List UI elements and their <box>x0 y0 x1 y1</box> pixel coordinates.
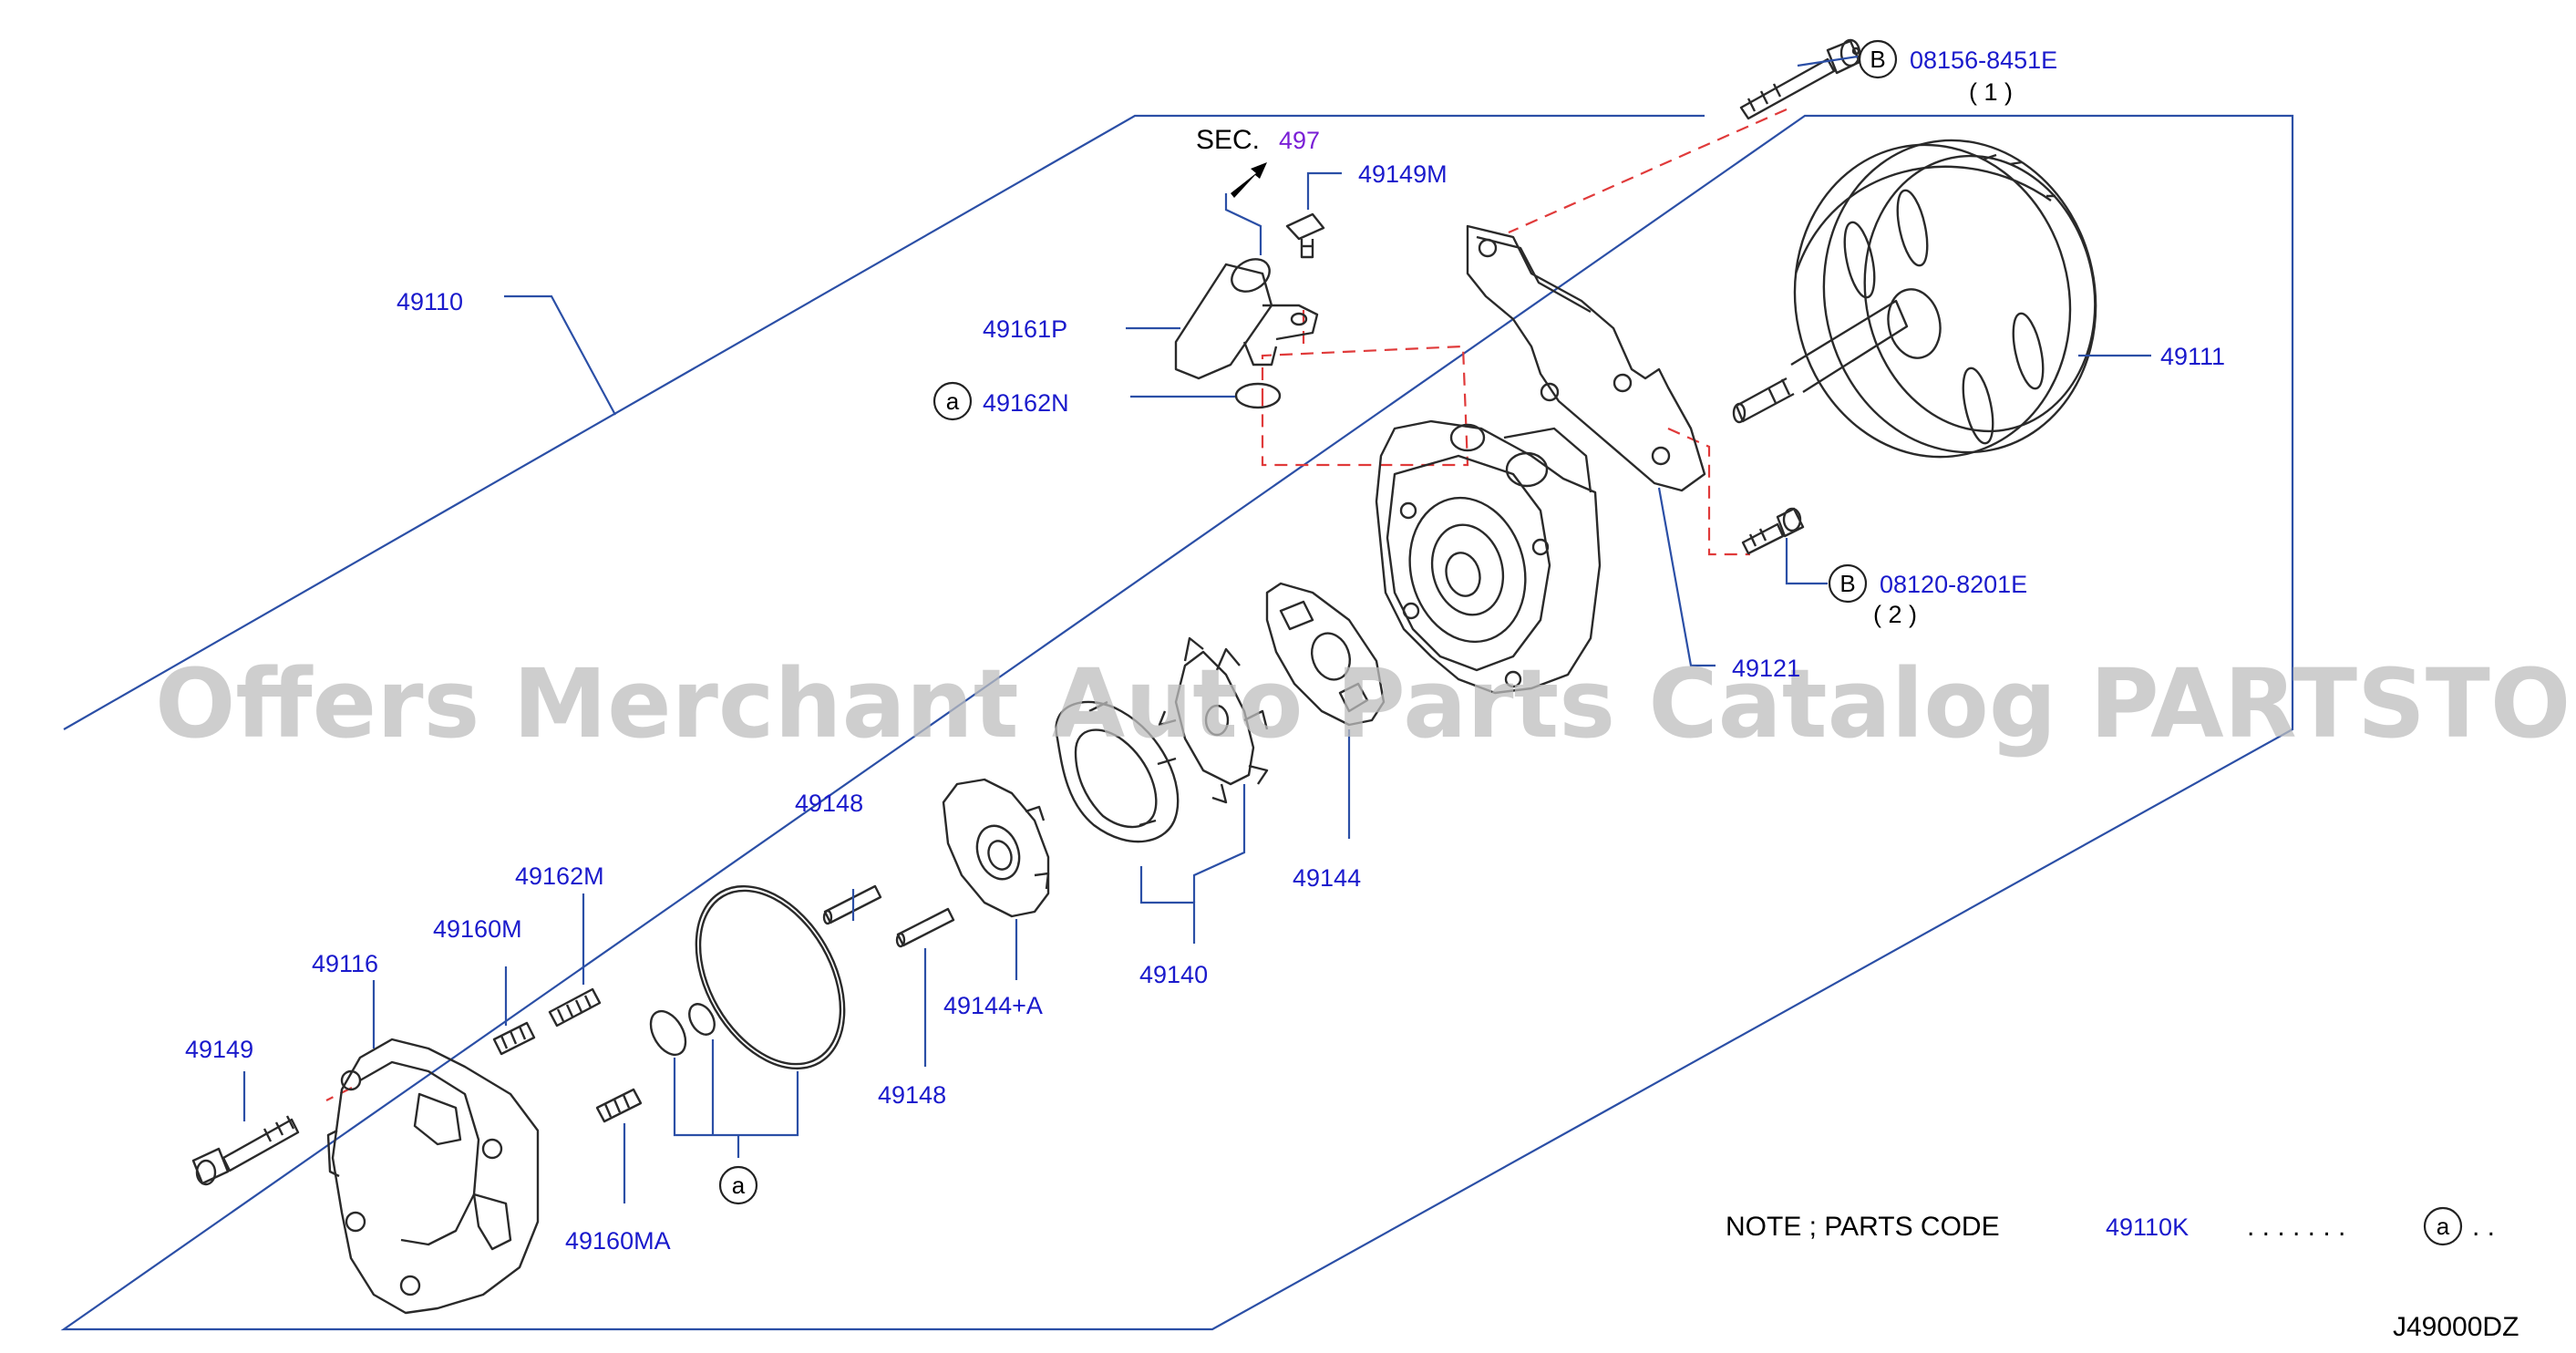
svg-text:a: a <box>946 387 960 415</box>
bolt-callout-2[interactable]: B 08120-8201E ( 2 ) <box>1828 563 2027 628</box>
label-49162N[interactable]: 49162N <box>983 389 1069 417</box>
svg-text:a: a <box>732 1172 746 1199</box>
parts-code-note: NOTE ; PARTS CODE 49110K . . . . . . . a… <box>1726 1206 2495 1246</box>
sec-number[interactable]: 497 <box>1279 127 1320 154</box>
label-49148-bottom[interactable]: 49148 <box>878 1081 946 1109</box>
assembly-frame <box>60 114 2294 1331</box>
bolt-08120-icon[interactable] <box>1741 507 1805 555</box>
pulley-49111[interactable] <box>1732 115 2125 482</box>
sec-label: SEC. <box>1196 125 1260 155</box>
connector-49161P[interactable] <box>1174 253 1319 380</box>
bolt-code-1: 08156-8451E <box>1910 46 2057 74</box>
label-49110[interactable]: 49110 <box>397 288 463 315</box>
label-49162M[interactable]: 49162M <box>515 862 604 890</box>
label-49144[interactable]: 49144 <box>1293 864 1361 892</box>
label-49140[interactable]: 49140 <box>1139 961 1208 988</box>
leader-lines <box>242 55 2151 1203</box>
label-49116[interactable]: 49116 <box>312 950 378 977</box>
valve-49160MA[interactable] <box>595 1088 643 1123</box>
rear-housing-49116[interactable] <box>326 1038 540 1315</box>
label-49144A[interactable]: 49144+A <box>943 992 1043 1019</box>
valve-49160M[interactable] <box>492 1021 536 1056</box>
rotor-vanes[interactable] <box>1158 636 1269 804</box>
bolt-49149M-icon[interactable] <box>1285 212 1325 259</box>
o-ring-large[interactable] <box>665 860 874 1094</box>
label-49148-top[interactable]: 49148 <box>795 790 863 817</box>
svg-text:B: B <box>1839 570 1855 597</box>
note-code: 49110K <box>2106 1214 2189 1241</box>
label-49149[interactable]: 49149 <box>185 1036 253 1063</box>
pin-49148-top[interactable] <box>822 884 882 925</box>
note-prefix: NOTE ; PARTS CODE <box>1726 1212 2000 1242</box>
bracket-49121[interactable] <box>1466 224 1706 492</box>
pump-housing[interactable] <box>1375 419 1602 695</box>
label-49160MA[interactable]: 49160MA <box>565 1227 671 1255</box>
svg-text:B: B <box>1870 46 1885 73</box>
label-49149M[interactable]: 49149M <box>1358 160 1448 188</box>
marker-a-orings: a <box>718 1165 758 1205</box>
o-ring-49162N[interactable] <box>1234 382 1282 409</box>
bolt-callout-1[interactable]: B 08156-8451E ( 1 ) <box>1858 39 2057 106</box>
label-49160M[interactable]: 49160M <box>433 915 522 943</box>
bolt-qty-2: ( 2 ) <box>1873 601 1917 628</box>
watermark: Offers Merchant Auto Parts Catalog PARTS… <box>155 648 2576 759</box>
label-49161P[interactable]: 49161P <box>983 315 1067 343</box>
o-ring-small[interactable] <box>644 999 719 1060</box>
side-plate-49144[interactable] <box>1265 582 1386 727</box>
bolt-08156-icon[interactable] <box>1739 38 1861 120</box>
bolt-qty-1: ( 1 ) <box>1969 78 2013 106</box>
assembly-dashed-lines <box>325 108 1788 1101</box>
pin-49148-bottom[interactable] <box>895 907 955 948</box>
label-49121[interactable]: 49121 <box>1732 655 1800 682</box>
note-dots: . . . . . . . <box>2247 1212 2345 1242</box>
cam-ring-49140[interactable] <box>1055 700 1180 843</box>
sec-arrow-icon <box>1231 162 1267 198</box>
diagram-id: J49000DZ <box>2393 1312 2519 1342</box>
svg-text:a: a <box>2437 1213 2450 1240</box>
side-plate-49144A[interactable] <box>942 778 1050 918</box>
note-trailing: . . <box>2472 1212 2495 1242</box>
bolt-49149-icon[interactable] <box>191 1115 300 1186</box>
label-49111[interactable]: 49111 <box>2160 343 2225 370</box>
spring-49162M[interactable] <box>548 987 602 1028</box>
marker-a-49162N: a <box>933 381 973 421</box>
bolt-code-2: 08120-8201E <box>1880 571 2027 598</box>
